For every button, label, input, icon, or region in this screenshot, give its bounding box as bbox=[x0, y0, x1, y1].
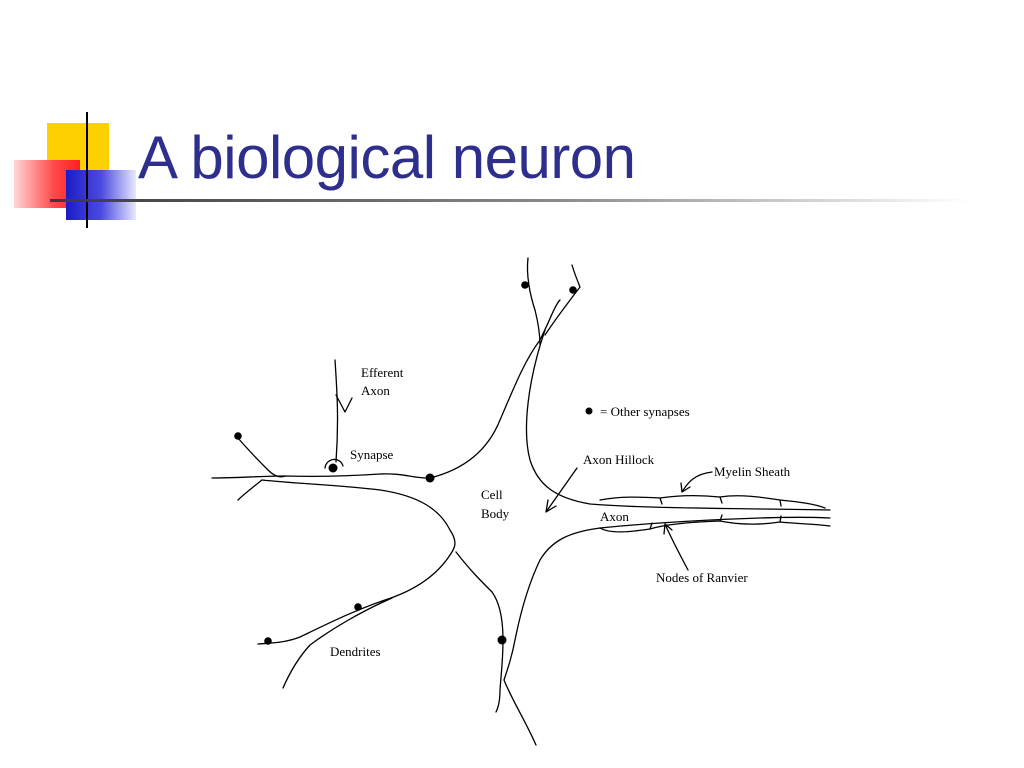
label-cell-line1: Cell bbox=[481, 487, 503, 502]
left-dendrite-branch bbox=[237, 437, 286, 478]
upper-dendrite-branch-b bbox=[544, 264, 581, 336]
page-title: A biological neuron bbox=[138, 124, 636, 191]
axon-hillock-arrow bbox=[545, 467, 578, 513]
myelin-sheath-arrow bbox=[680, 471, 713, 493]
synapse-dot bbox=[234, 432, 242, 440]
lower-dendrite-branch bbox=[282, 597, 393, 689]
blue-square bbox=[66, 170, 136, 220]
title-decoration bbox=[14, 112, 970, 228]
label-synapse: Synapse bbox=[350, 447, 394, 462]
label-cell-line2: Body bbox=[481, 506, 510, 521]
legend-dot bbox=[585, 407, 593, 415]
lower-dendrite-top-edge bbox=[257, 554, 451, 645]
efferent-axon-arrow bbox=[335, 394, 353, 413]
label-myelin-sheath: Myelin Sheath bbox=[714, 464, 791, 479]
label-axon: Axon bbox=[600, 509, 629, 524]
synapse-dot bbox=[354, 603, 362, 611]
legend-label: = Other synapses bbox=[600, 404, 690, 419]
label-nodes-of-ranvier: Nodes of Ranvier bbox=[656, 570, 748, 585]
synapse-dot bbox=[497, 635, 507, 645]
synapse-dot bbox=[521, 281, 529, 289]
nodes-of-ranvier-arrow bbox=[663, 523, 689, 571]
label-axon-hillock: Axon Hillock bbox=[583, 452, 655, 467]
synapse-dots bbox=[234, 281, 593, 645]
myelin-notches bbox=[649, 496, 782, 530]
upper-dendrite-left-edge bbox=[429, 299, 561, 479]
title-underline bbox=[50, 199, 970, 202]
label-dendrites: Dendrites bbox=[330, 644, 381, 659]
synapse-dot bbox=[328, 463, 338, 473]
upper-dendrite-branch-a bbox=[526, 257, 541, 346]
synapse-dot bbox=[569, 286, 577, 294]
upper-dendrite-right-edge bbox=[525, 329, 831, 511]
left-dendrite-bottom-edge bbox=[261, 479, 456, 556]
synapse-dot bbox=[425, 473, 435, 483]
myelin-lower-segments bbox=[599, 520, 831, 533]
label-efferent-line1: Efferent bbox=[361, 365, 404, 380]
bottom-dendrite-right-edge bbox=[503, 527, 601, 746]
left-dendrite-top-edge bbox=[211, 473, 426, 479]
axon-lower-edge bbox=[599, 516, 831, 529]
synapse-cap bbox=[324, 458, 344, 469]
label-efferent-line2: Axon bbox=[361, 383, 390, 398]
synapse-dot bbox=[264, 637, 272, 645]
left-dendrite-twig bbox=[237, 479, 263, 501]
lower-dendrite-bottom-edge bbox=[455, 551, 504, 641]
efferent-axon-line bbox=[334, 359, 339, 463]
bottom-dendrite-left-edge bbox=[495, 639, 504, 713]
